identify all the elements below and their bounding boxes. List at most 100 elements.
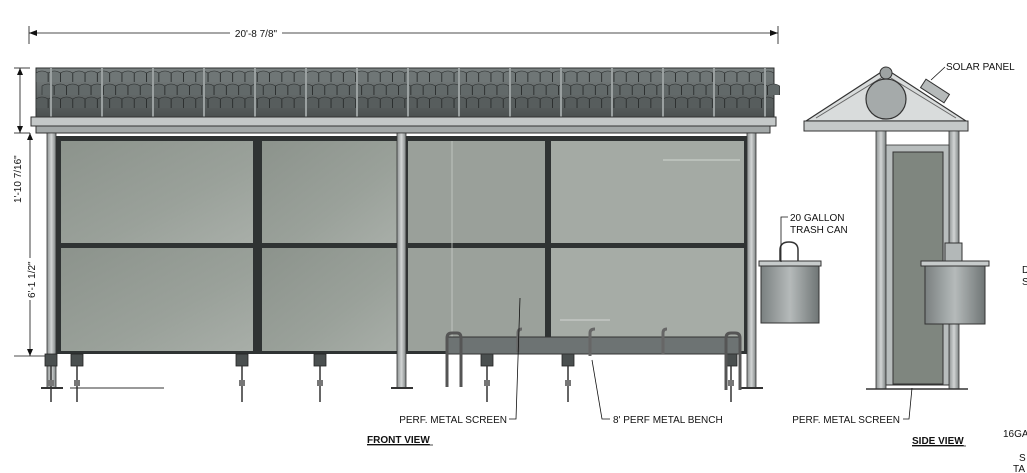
roof-tile xyxy=(736,96,750,108)
roof-tile xyxy=(195,96,209,108)
roof-tile xyxy=(238,83,252,95)
vertical-dimensions: 1'-10 7/16" 6'-1 1/2" xyxy=(11,67,46,357)
foot-bracket xyxy=(313,353,327,367)
roof-tile xyxy=(613,96,627,108)
front-roof xyxy=(30,67,780,134)
roof-tile xyxy=(638,96,651,108)
edge-text-ta: TA xyxy=(1013,464,1025,473)
roof-tile xyxy=(515,70,528,82)
roof-tile xyxy=(72,96,86,108)
roof-tile xyxy=(619,83,633,95)
roof-tile xyxy=(705,83,719,95)
bench-label: 8' PERF METAL BENCH xyxy=(613,415,723,426)
roof-tile xyxy=(361,83,375,95)
anchor-nut xyxy=(74,380,80,386)
panel-4-top xyxy=(551,141,744,243)
roof-tile xyxy=(109,70,123,82)
roof-tile xyxy=(601,96,615,108)
roof-tile xyxy=(318,96,332,108)
wall-height-text: 6'-1 1/2" xyxy=(27,261,38,298)
roof-tile xyxy=(693,83,707,95)
anchor-nut xyxy=(565,380,571,386)
roof-tile xyxy=(724,70,738,82)
roof-tile xyxy=(392,96,405,108)
trash-can-label-line1: 20 GALLON xyxy=(790,213,844,224)
side-roof-drum xyxy=(865,78,907,120)
roof-tile xyxy=(226,83,239,95)
roof-tile xyxy=(294,96,307,108)
roof-tile xyxy=(158,70,172,82)
roof-tile xyxy=(589,96,602,108)
roof-tile xyxy=(459,83,473,95)
roof-tile xyxy=(127,83,141,95)
roof-tile xyxy=(576,96,590,108)
roof-rib xyxy=(101,68,103,117)
roof-tile xyxy=(60,96,73,108)
panel-1-top xyxy=(61,141,253,243)
roof-tile xyxy=(675,96,688,108)
roof-tile xyxy=(103,83,116,95)
roof-tile xyxy=(687,96,701,108)
foot-bracket xyxy=(235,353,249,367)
roof-rib xyxy=(407,68,409,117)
roof-tile xyxy=(355,96,369,108)
roof-tile xyxy=(613,70,627,82)
roof-tile xyxy=(644,83,657,95)
perf-screen-side-label: PERF. METAL SCREEN xyxy=(792,415,900,426)
roof-tile xyxy=(373,83,387,95)
roof-tile xyxy=(121,70,135,82)
foot-bracket xyxy=(561,353,575,367)
roof-fascia xyxy=(30,116,777,127)
edge-text-gauge: 16GA xyxy=(1003,429,1027,440)
trash-can-side xyxy=(920,242,990,325)
roof-tile xyxy=(220,70,233,82)
anchor-nut xyxy=(728,380,734,386)
roof-tile xyxy=(718,83,731,95)
roof-tile xyxy=(330,96,344,108)
trash-can-front xyxy=(758,241,822,324)
roof-tile xyxy=(601,70,615,82)
roof-tile xyxy=(404,70,418,82)
post-left xyxy=(46,132,57,389)
roof-tile xyxy=(749,70,762,82)
panel-2-bottom xyxy=(262,248,398,351)
roof-tile xyxy=(158,96,172,108)
roof-tile xyxy=(435,83,448,95)
roof-tile xyxy=(736,70,750,82)
roof-tile xyxy=(767,83,780,95)
roof-tile xyxy=(417,70,430,82)
roof-tile xyxy=(263,83,276,95)
edge-text-s1: S xyxy=(1019,453,1026,464)
roof-tile xyxy=(269,70,282,82)
roof-tile xyxy=(699,70,713,82)
roof-tile xyxy=(515,96,528,108)
edge-text-s2: S xyxy=(1022,277,1027,288)
roof-rib xyxy=(458,68,460,117)
roof-tile xyxy=(35,96,49,108)
roof-tile xyxy=(626,96,639,108)
roof-tile xyxy=(232,70,246,82)
roof-tile xyxy=(527,96,541,108)
roof-tile xyxy=(699,96,713,108)
roof-rib xyxy=(611,68,613,117)
roof-tile xyxy=(343,96,356,108)
roof-rib xyxy=(50,68,52,117)
overall-width-text: 20'-8 7/8" xyxy=(235,29,278,40)
roof-tile xyxy=(466,96,479,108)
roof-tile xyxy=(35,70,49,82)
roof-tile xyxy=(84,96,98,108)
front-posts xyxy=(41,132,763,389)
roof-tile xyxy=(306,70,319,82)
roof-tiles xyxy=(35,68,780,117)
roof-tile xyxy=(533,83,547,95)
roof-tile xyxy=(576,70,590,82)
panel-3-top xyxy=(408,141,545,243)
roof-tile xyxy=(84,70,98,82)
roof-tile xyxy=(742,83,756,95)
roof-tile xyxy=(552,96,565,108)
roof-tile xyxy=(472,83,485,95)
roof-tile xyxy=(564,70,578,82)
roof-beam xyxy=(35,125,771,134)
roof-tile xyxy=(60,70,73,82)
roof-tile xyxy=(607,83,621,95)
